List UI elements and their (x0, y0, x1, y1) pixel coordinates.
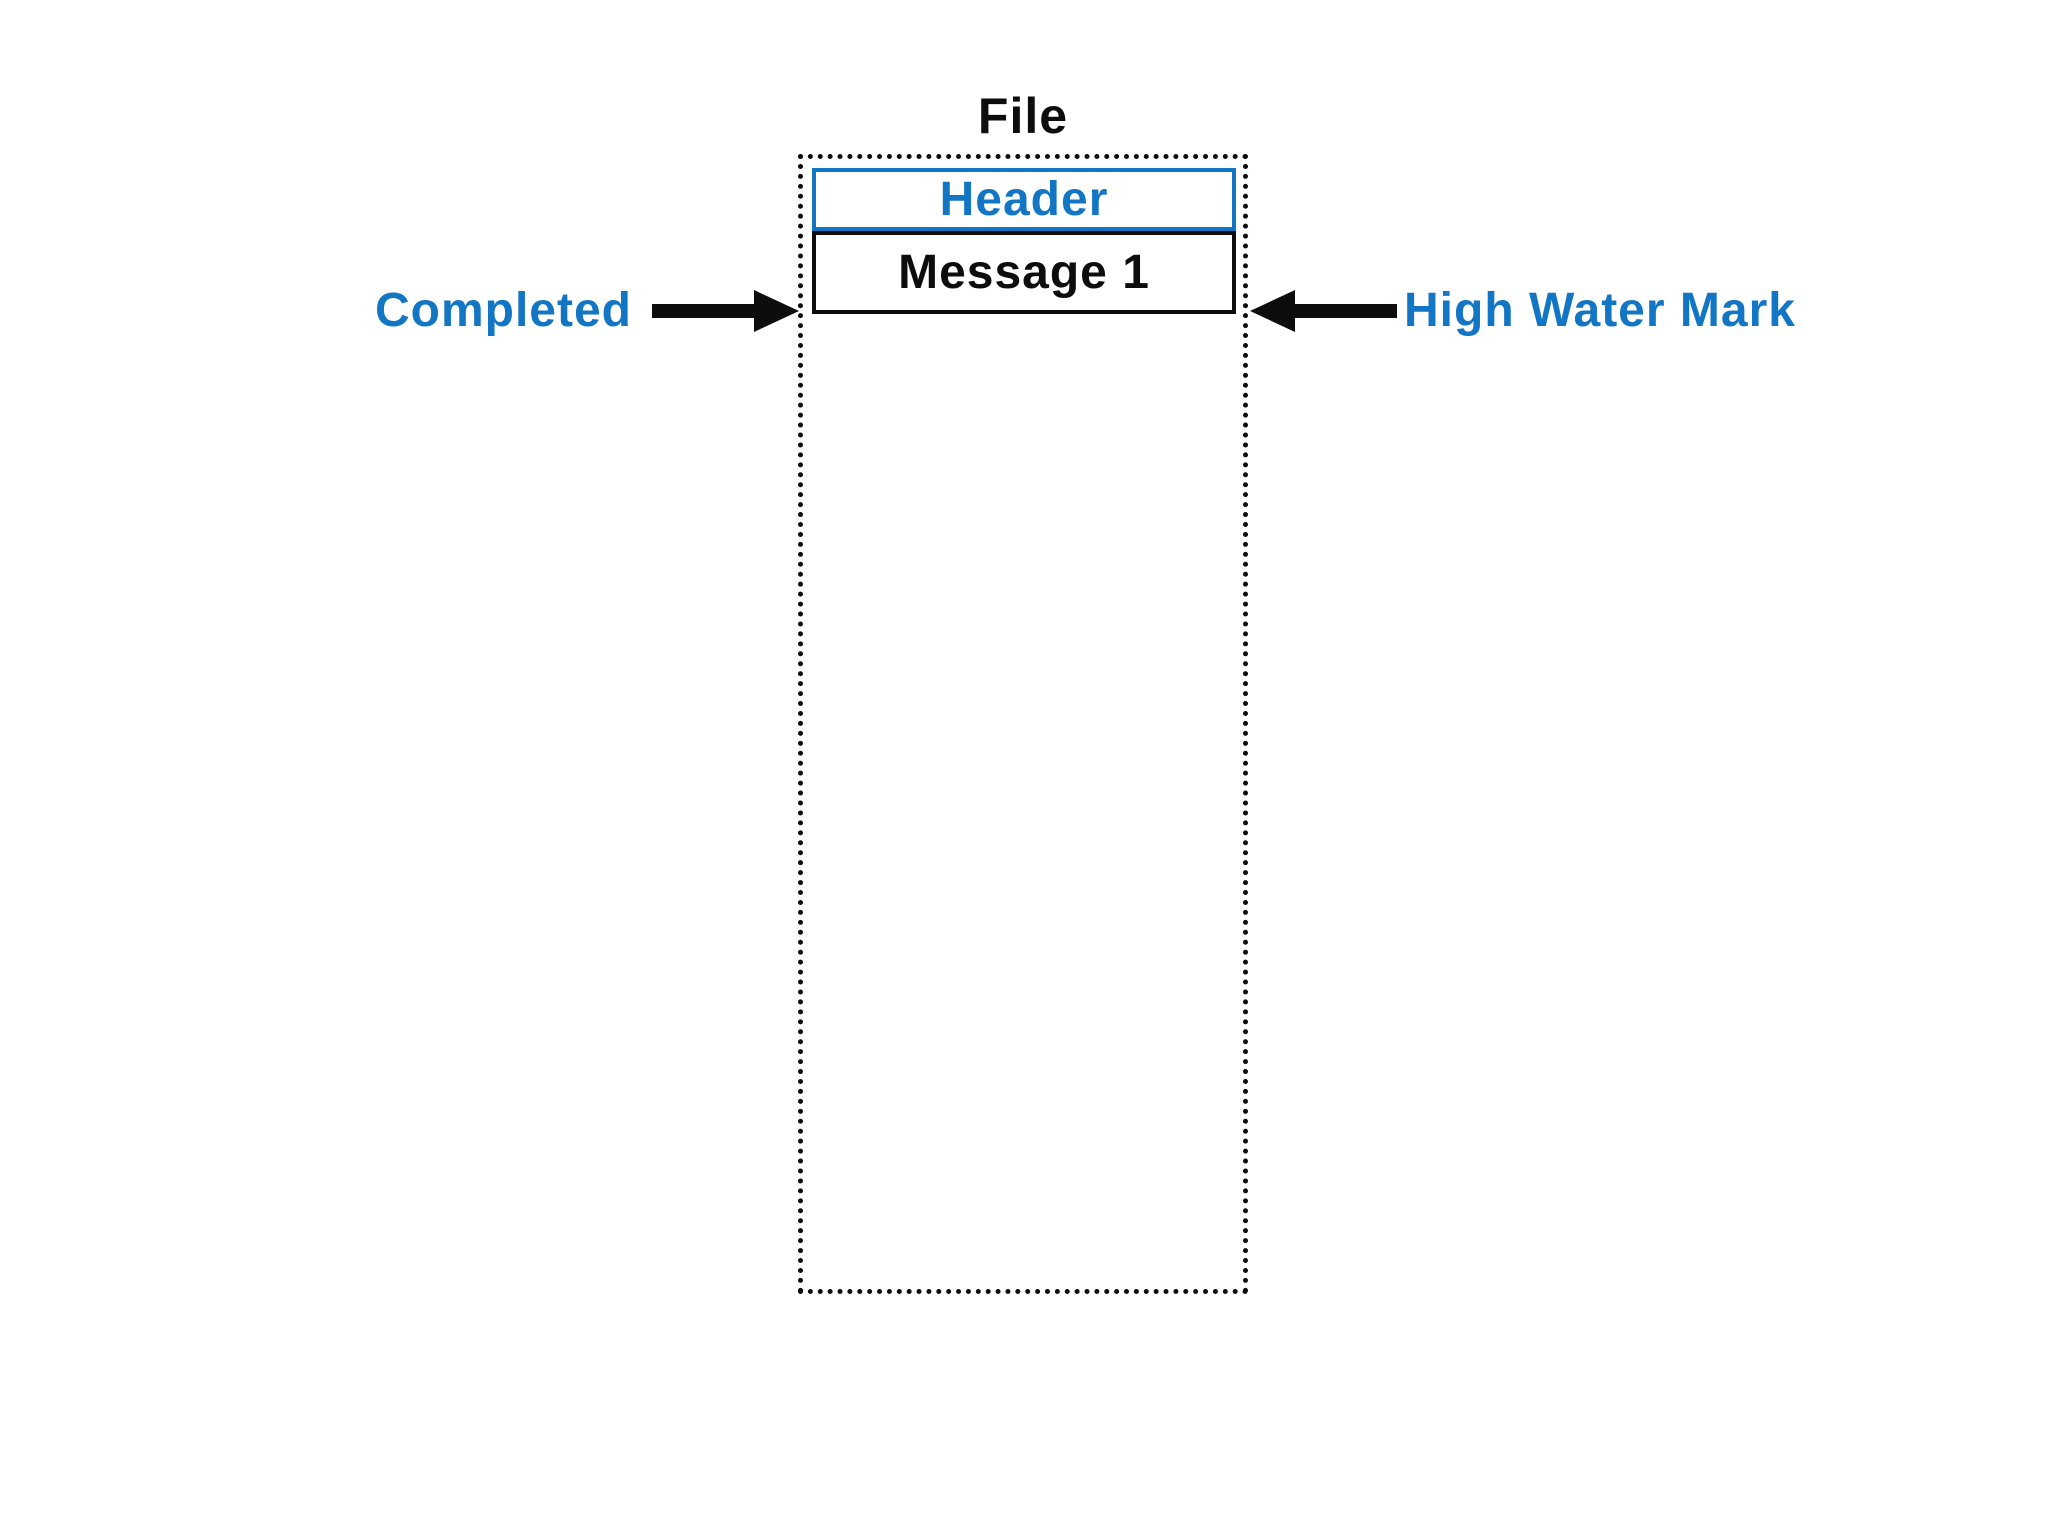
completed-label: Completed (374, 284, 632, 337)
header-label: Header (939, 173, 1109, 226)
arrow-right-icon (652, 290, 799, 332)
header-box: Header (812, 168, 1236, 231)
high-water-mark-label: High Water Mark (1404, 284, 1796, 337)
file-dotted-boundary (798, 154, 1248, 1294)
arrow-left-icon (1250, 290, 1397, 332)
message-1-box: Message 1 (812, 231, 1236, 314)
message-1-label: Message 1 (898, 246, 1150, 299)
file-title: File (977, 88, 1069, 144)
